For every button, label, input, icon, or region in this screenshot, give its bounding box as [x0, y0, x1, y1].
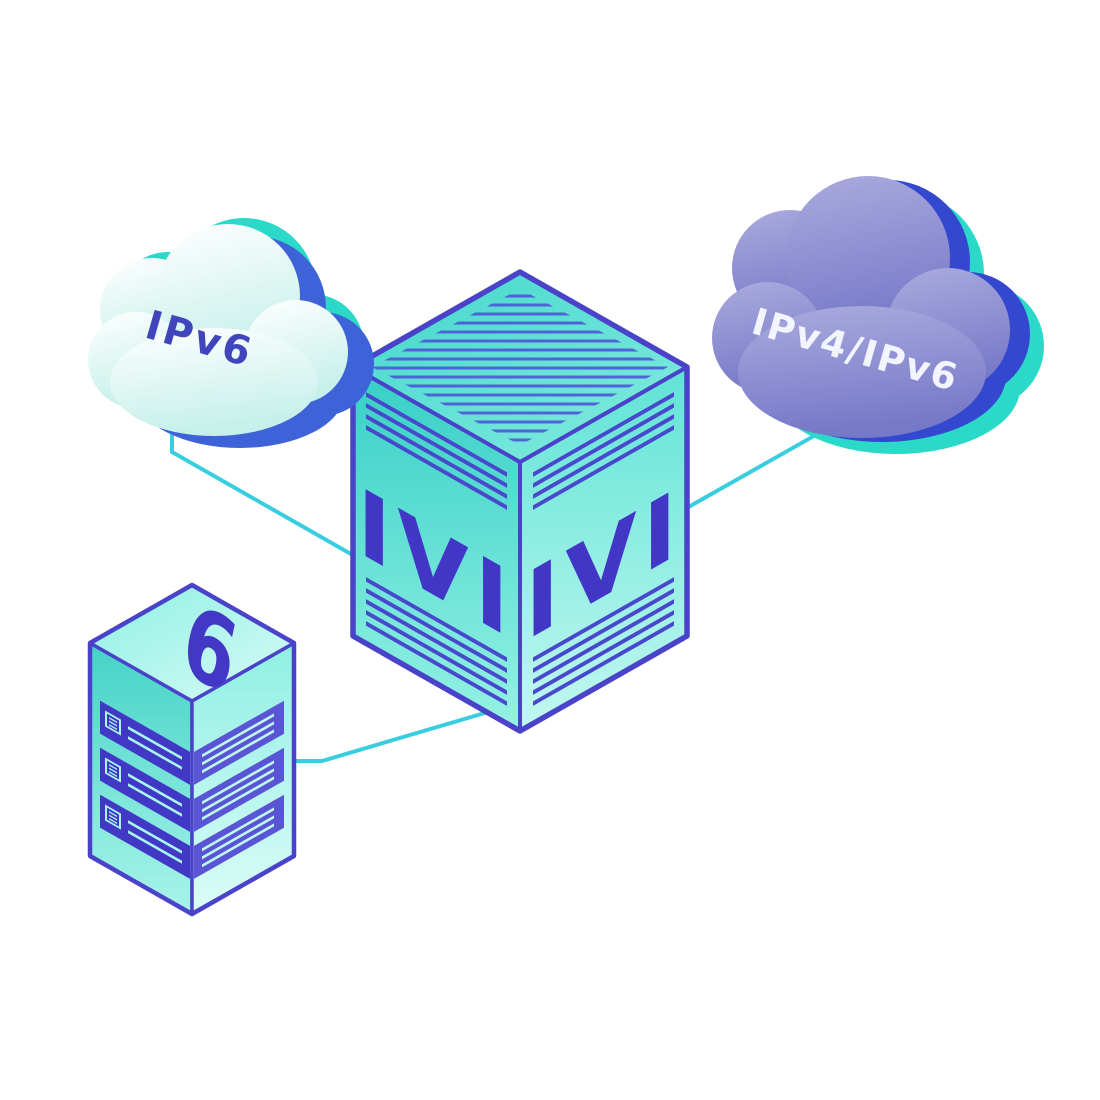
ipv4-ipv6-cloud: IPv4/IPv6: [712, 176, 1044, 454]
server-right-bays: [194, 700, 284, 879]
connector-server-to-box: [280, 705, 506, 763]
ipv6-server-rack: 6: [87, 581, 297, 917]
ipv6-cloud: IPv6: [88, 218, 374, 448]
ivi-translator-box: IVI IVI: [350, 269, 690, 734]
server-outline: [87, 582, 297, 917]
server-left-bays: [100, 700, 190, 879]
